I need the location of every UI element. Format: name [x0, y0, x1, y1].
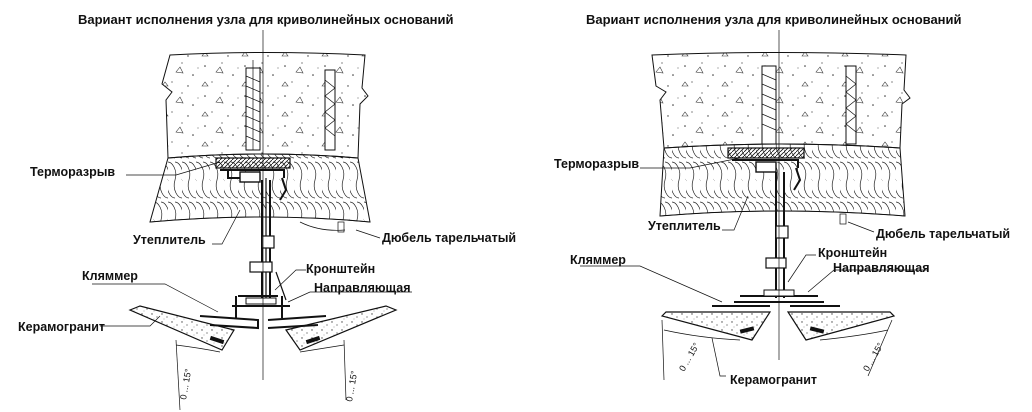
diagram-title: Вариант исполнения узла для криволинейны…	[586, 12, 962, 27]
label-thermal-break: Терморазрыв	[30, 165, 115, 179]
dowel-plate	[839, 213, 847, 225]
angle-right: 0 ... 15°	[344, 370, 359, 403]
diagram-right: Вариант исполнения узла для криволинейны…	[554, 12, 1010, 387]
diagram-title: Вариант исполнения узла для криволинейны…	[78, 12, 454, 27]
angle-left: 0 ... 15°	[178, 368, 193, 401]
porcelain-tile-left	[660, 311, 772, 341]
anchor-bolt	[245, 60, 261, 151]
porcelain-tile-left	[128, 305, 235, 351]
label-clamp: Кляммер	[570, 253, 626, 267]
label-clamp: Кляммер	[82, 269, 138, 283]
anchor-bolt	[761, 65, 777, 145]
concrete-base	[161, 52, 369, 159]
thermal-break-pad	[727, 147, 805, 159]
porcelain-tile-right	[285, 305, 398, 351]
dowel-anchor	[845, 65, 857, 145]
label-bracket: Кронштейн	[306, 262, 375, 276]
label-thermal-break: Терморазрыв	[554, 157, 639, 171]
label-porcelain: Керамогранит	[730, 373, 817, 387]
guide-rail	[232, 295, 290, 318]
label-guide: Направляющая	[314, 281, 411, 295]
concrete-base	[651, 52, 911, 149]
label-insulation: Утеплитель	[648, 219, 721, 233]
porcelain-tile-right	[786, 311, 896, 341]
label-porcelain: Керамогранит	[18, 320, 105, 334]
bracket	[220, 169, 288, 301]
clamp-left	[199, 315, 259, 330]
angle-left: 0 ... 15°	[677, 341, 701, 373]
label-dowel: Дюбель тарельчатый	[382, 231, 516, 245]
thermal-break-pad	[215, 157, 291, 169]
angle-right: 0 ... 15°	[861, 341, 885, 373]
label-insulation: Утеплитель	[133, 233, 206, 247]
dowel-plate	[337, 221, 345, 233]
diagram-left: Вариант исполнения узла для криволинейны…	[18, 12, 516, 411]
label-guide: Направляющая	[833, 261, 930, 275]
label-bracket: Кронштейн	[818, 246, 887, 260]
dowel-anchor	[324, 69, 336, 151]
label-dowel: Дюбель тарельчатый	[876, 227, 1010, 241]
